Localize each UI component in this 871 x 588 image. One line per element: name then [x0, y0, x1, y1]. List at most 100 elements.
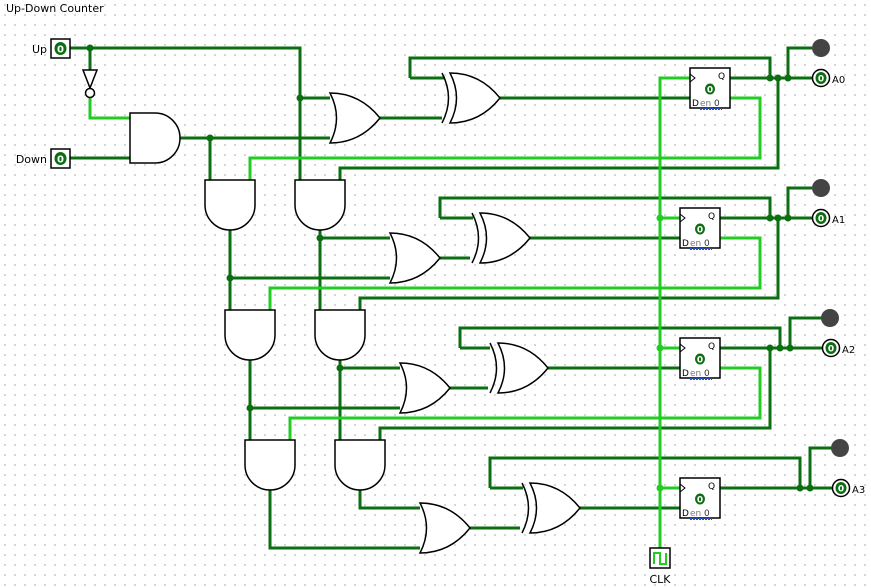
wire: [458, 326, 782, 348]
xor-gate[interactable]: [521, 482, 581, 534]
led-a3: [831, 439, 849, 457]
junction-dot: [786, 344, 794, 352]
down-input-pin[interactable]: Down 0: [16, 148, 71, 169]
ff-d-label: D: [682, 509, 689, 519]
junction-dot: [656, 484, 664, 492]
wire: [788, 316, 822, 348]
wire: [808, 446, 832, 488]
wire: [786, 46, 812, 78]
junction-dot: [774, 74, 782, 82]
ff-q-label: Q: [718, 72, 725, 82]
wire: [438, 196, 772, 218]
clock-waveform-icon: [653, 552, 667, 565]
xor-gate[interactable]: [489, 342, 549, 394]
clock-edge-icon: [679, 213, 686, 223]
wire: [88, 98, 130, 120]
and-gate[interactable]: [314, 309, 366, 361]
ff-en-value: 0: [714, 99, 720, 109]
xor-gate[interactable]: [441, 72, 501, 124]
leds: [812, 39, 849, 457]
led-a0: [812, 39, 830, 57]
ff-en-label: en: [700, 99, 711, 109]
and-gate[interactable]: [294, 179, 346, 231]
junction-dot: [296, 94, 304, 102]
wire: [358, 218, 780, 310]
junction-dot: [784, 74, 792, 82]
wire: [786, 186, 812, 218]
and-gate[interactable]: [224, 309, 276, 361]
output-label: A1: [832, 215, 845, 226]
wire: [248, 96, 762, 180]
up-label: Up: [32, 43, 47, 56]
junction-dot: [206, 134, 214, 142]
junction-dot: [336, 364, 344, 372]
wire: [378, 348, 772, 440]
wire: [268, 236, 762, 310]
and-gate[interactable]: [334, 439, 386, 491]
ff-en-label: en: [690, 369, 701, 379]
flipflop-2[interactable]: Q 0 D en 0: [679, 337, 721, 380]
clock-input[interactable]: CLK: [649, 547, 671, 586]
clock-edge-icon: [679, 483, 686, 493]
output-label: A2: [842, 345, 855, 356]
down-label: Down: [16, 153, 47, 166]
junction-dot: [656, 344, 664, 352]
flipflop-1[interactable]: Q 0 D en 0: [679, 207, 721, 250]
or-gate[interactable]: [398, 362, 451, 414]
junction-dot: [766, 214, 774, 222]
ff-en-label: en: [690, 239, 701, 249]
ff-q-label: Q: [708, 212, 715, 222]
flipflop-3[interactable]: Q 0 D en 0: [679, 477, 721, 520]
junction-dot: [656, 214, 664, 222]
and-gate[interactable]: [204, 179, 256, 231]
output-value: 0: [818, 75, 824, 85]
ff-value: 0: [697, 356, 703, 366]
or-gate[interactable]: [388, 232, 441, 284]
ff-value: 0: [707, 86, 713, 96]
ff-q-label: Q: [708, 482, 715, 492]
wire: [338, 78, 780, 180]
or-gate[interactable]: [418, 502, 471, 554]
ff-en-value: 0: [704, 369, 710, 379]
junction-dot: [766, 74, 774, 82]
clock-edge-icon: [679, 343, 686, 353]
output-pin-a3: 0 A3: [831, 478, 865, 498]
junction-dot: [784, 214, 792, 222]
circuit-title: Up-Down Counter: [6, 2, 104, 15]
ff-en-value: 0: [704, 239, 710, 249]
wire: [268, 488, 420, 550]
wires: [70, 46, 832, 550]
output-value: 0: [838, 485, 844, 495]
up-input-pin[interactable]: Up 0: [32, 38, 71, 59]
junction-dot: [246, 404, 254, 412]
wire: [358, 488, 420, 510]
and-gate[interactable]: [244, 439, 296, 491]
not-gate[interactable]: [81, 69, 99, 99]
or-gate[interactable]: [328, 92, 381, 144]
ff-d-label: D: [682, 239, 689, 249]
junction-dot: [766, 344, 774, 352]
ff-en-label: en: [690, 509, 701, 519]
ff-d-label: D: [692, 99, 699, 109]
and-gate[interactable]: [129, 112, 181, 164]
wire: [70, 46, 302, 180]
junction-dot: [86, 44, 94, 52]
flipflop-0[interactable]: Q 0 D en 0: [689, 67, 731, 110]
ff-q-label: Q: [708, 342, 715, 352]
gates[interactable]: [81, 69, 581, 554]
ff-value: 0: [697, 496, 703, 506]
junction-dot: [226, 274, 234, 282]
junction-dot: [316, 234, 324, 242]
ff-d-label: D: [682, 369, 689, 379]
clock-edge-icon: [689, 73, 696, 83]
output-label: A3: [852, 485, 865, 496]
junction-dot: [774, 214, 782, 222]
wires-high: [88, 76, 762, 548]
ff-en-value: 0: [704, 509, 710, 519]
wire: [488, 456, 802, 488]
led-a2: [821, 309, 839, 327]
clock-junctions: [656, 214, 664, 492]
xor-gate[interactable]: [471, 212, 531, 264]
wire: [408, 56, 772, 78]
junctions: [86, 44, 814, 492]
